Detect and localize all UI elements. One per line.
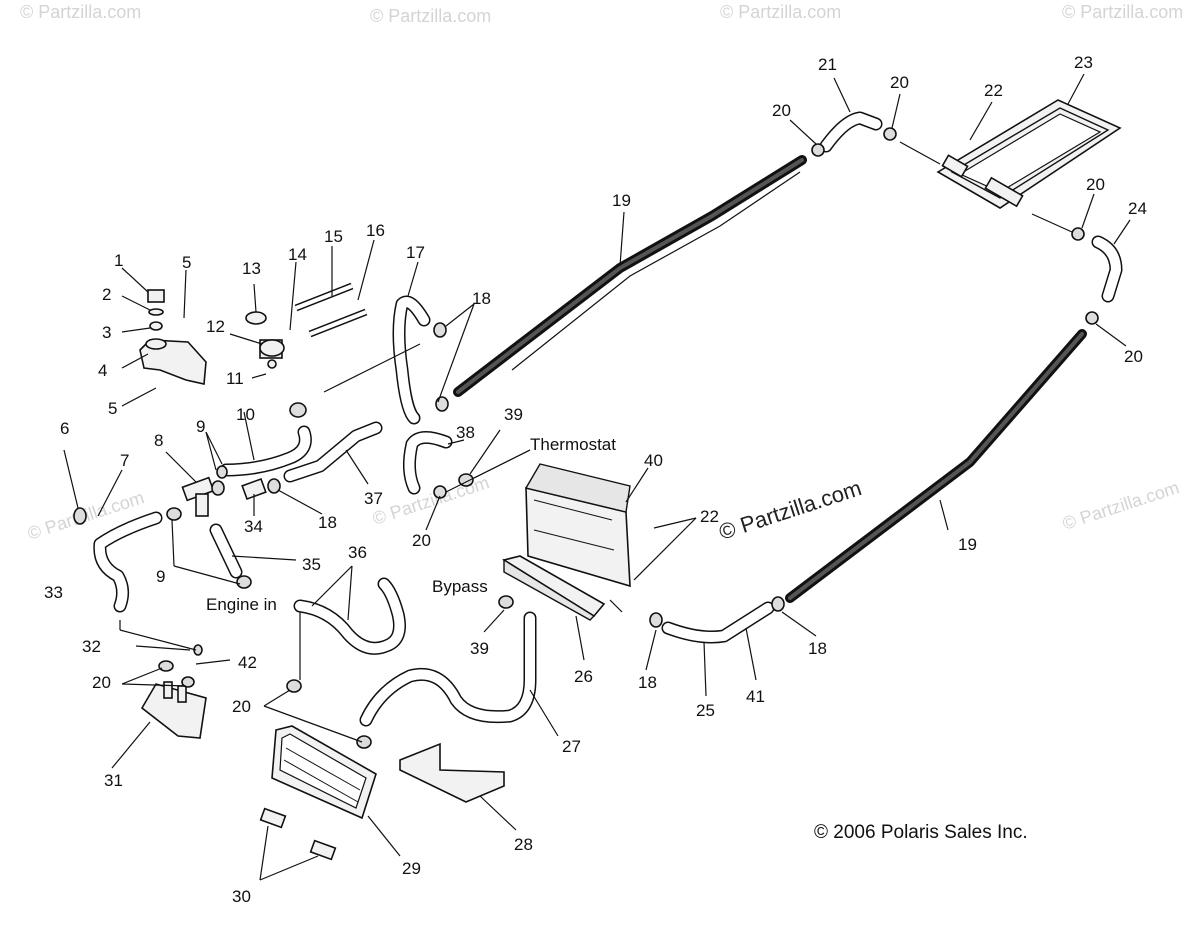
callout-18-top: 18 [472, 289, 491, 308]
copyright-notice: © 2006 Polaris Sales Inc. [814, 822, 1028, 843]
callout-20-b: 20 [890, 73, 909, 92]
callout-27: 27 [562, 737, 581, 756]
callout-30: 30 [232, 887, 251, 906]
callout-37: 37 [364, 489, 383, 508]
callout-40: 40 [644, 451, 663, 470]
callout-38: 38 [456, 423, 475, 442]
callout-11: 11 [226, 369, 244, 388]
callout-19-bottom: 19 [958, 535, 977, 554]
callout-39-top: 39 [504, 405, 523, 424]
callout-22-right: 22 [700, 507, 719, 526]
callout-19-top: 19 [612, 191, 631, 210]
callout-28: 28 [514, 835, 533, 854]
watermark-group: © Partzilla.com © Partzilla.com © Partzi… [20, 2, 1183, 544]
watermark-center: © Partzilla.com [716, 475, 865, 545]
callout-36: 36 [348, 543, 367, 562]
tee-fitting-8 [181, 476, 215, 517]
callout-25: 25 [696, 701, 715, 720]
coolant-tube-upper [453, 155, 807, 397]
callout-4: 4 [98, 361, 107, 380]
fitting-34 [241, 477, 267, 501]
callout-20-e: 20 [412, 531, 431, 550]
plate-28 [399, 742, 505, 803]
hose-35 [209, 523, 243, 579]
callout-32: 32 [82, 637, 101, 656]
callout-18-mid: 18 [318, 513, 337, 532]
engine-in-label: Engine in [206, 595, 277, 614]
hose-21 [819, 111, 883, 153]
callout-20-f: 20 [92, 673, 111, 692]
hose-38 [402, 431, 453, 495]
callout-14: 14 [288, 245, 307, 264]
callout-15: 15 [324, 227, 343, 246]
callout-20-a: 20 [772, 101, 791, 120]
heat-exchanger [271, 725, 377, 820]
watermark-top-center-right: © Partzilla.com [720, 2, 841, 22]
hose-37 [283, 421, 383, 483]
callout-35: 35 [302, 555, 321, 574]
hose-27 [359, 611, 537, 727]
thermostat-label: Thermostat [530, 435, 616, 454]
callout-13: 13 [242, 259, 261, 278]
rods-15-16 [294, 282, 368, 338]
callout-2: 2 [102, 285, 111, 304]
hose-24 [1091, 235, 1123, 303]
heater-box [524, 463, 631, 588]
callout-1: 1 [114, 251, 123, 270]
cap-and-seals [147, 289, 165, 331]
callout-29: 29 [402, 859, 421, 878]
hose-36 [293, 577, 406, 655]
callout-41: 41 [746, 687, 765, 706]
callout-labels: 1 2 3 4 5 5 6 7 8 9 9 10 11 12 13 14 15 … [44, 53, 1147, 906]
callout-34: 34 [244, 517, 263, 536]
hose-17 [392, 295, 431, 425]
callout-6: 6 [60, 419, 69, 438]
callout-20-g: 20 [232, 697, 251, 716]
callout-5-bottom: 5 [108, 399, 117, 418]
callout-42: 42 [238, 653, 257, 672]
hose-33 [93, 511, 163, 613]
callout-22-top: 22 [984, 81, 1003, 100]
callout-7: 7 [120, 451, 129, 470]
bypass-label: Bypass [432, 577, 488, 596]
callout-33: 33 [44, 583, 63, 602]
callout-3: 3 [102, 323, 111, 342]
coolant-reservoir [139, 338, 207, 385]
callout-31: 31 [104, 771, 123, 790]
callout-9-bottom: 9 [156, 567, 165, 586]
callout-20-c: 20 [1086, 175, 1105, 194]
callout-26: 26 [574, 667, 593, 686]
callout-8: 8 [154, 431, 163, 450]
callout-16: 16 [366, 221, 385, 240]
hose-10 [219, 425, 312, 477]
callout-20-d: 20 [1124, 347, 1143, 366]
callout-24: 24 [1128, 199, 1147, 218]
watermark-top-right: © Partzilla.com [1062, 2, 1183, 22]
leader-lines [63, 73, 1131, 881]
radiator [936, 99, 1122, 209]
hose-clamps [73, 127, 1099, 749]
callout-18-right: 18 [808, 639, 827, 658]
watermark-mid-right: © Partzilla.com [1060, 477, 1182, 534]
thermostat-housing [245, 311, 285, 369]
callout-23: 23 [1074, 53, 1093, 72]
callout-39-bottom: 39 [470, 639, 489, 658]
callout-9-top: 9 [196, 417, 205, 436]
callout-5-top: 5 [182, 253, 191, 272]
callout-21: 21 [818, 55, 837, 74]
clips-30 [259, 807, 337, 861]
watermark-top-center-left: © Partzilla.com [370, 6, 491, 26]
hose-25-41 [661, 601, 775, 644]
watermark-top-left: © Partzilla.com [20, 2, 141, 22]
callout-18-bottom: 18 [638, 673, 657, 692]
callout-12: 12 [206, 317, 225, 336]
callout-10: 10 [236, 405, 255, 424]
callout-17: 17 [406, 243, 425, 262]
bracket-31 [140, 681, 207, 739]
coolant-tube-lower [785, 329, 1087, 603]
duct-26 [501, 555, 606, 621]
